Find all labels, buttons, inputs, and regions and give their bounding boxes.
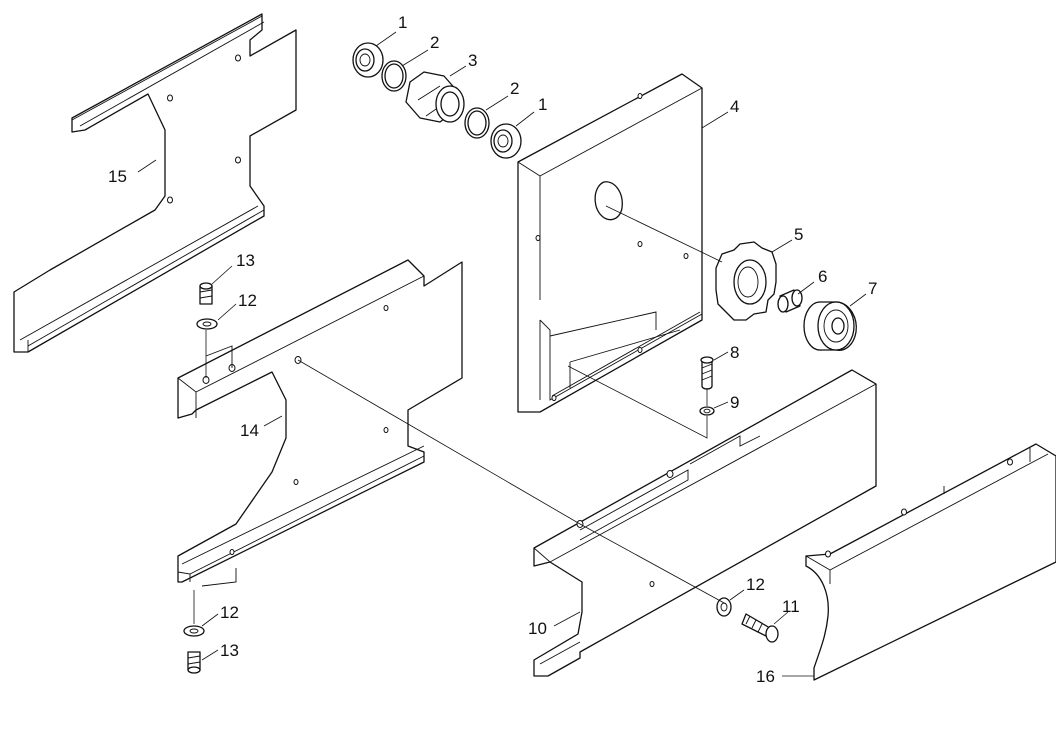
label-13-upper: 13 bbox=[236, 251, 255, 270]
label-2-lower: 2 bbox=[510, 79, 519, 98]
label-7: 7 bbox=[868, 279, 877, 298]
label-11: 11 bbox=[782, 597, 800, 616]
label-4: 4 bbox=[730, 97, 739, 116]
label-14: 14 bbox=[240, 421, 259, 440]
part-2-snap-ring-upper bbox=[381, 60, 407, 92]
part-16-panel bbox=[805, 443, 1056, 681]
label-12-right: 12 bbox=[746, 575, 765, 594]
label-12-upper: 12 bbox=[238, 291, 257, 310]
part-1-bearing-lower bbox=[490, 123, 522, 159]
label-15: 15 bbox=[108, 167, 127, 186]
assembly-lines bbox=[193, 205, 727, 624]
part-4-housing bbox=[517, 73, 703, 413]
label-1-lower: 1 bbox=[538, 95, 547, 114]
label-3: 3 bbox=[468, 51, 477, 70]
label-6: 6 bbox=[818, 267, 827, 286]
part-13-screw-upper bbox=[199, 282, 213, 305]
label-12-lower: 12 bbox=[220, 603, 239, 622]
part-3-hex-fitting bbox=[405, 71, 465, 123]
part-14-bracket bbox=[177, 259, 463, 587]
label-2-upper: 2 bbox=[430, 33, 439, 52]
label-10: 10 bbox=[528, 619, 547, 638]
part-11-bolt bbox=[741, 613, 779, 643]
label-9: 9 bbox=[730, 393, 739, 412]
part-15-bracket bbox=[13, 13, 297, 353]
part-10-bracket bbox=[533, 369, 877, 677]
part-6-bushing bbox=[777, 289, 803, 313]
part-2-snap-ring-lower bbox=[464, 107, 490, 139]
part-9-washer bbox=[699, 406, 715, 416]
part-12-washer-lower bbox=[183, 625, 205, 637]
label-16: 16 bbox=[756, 667, 775, 686]
part-labels: 1 2 3 2 1 4 5 6 7 8 9 15 13 12 14 12 13 … bbox=[108, 13, 877, 686]
part-12-washer-right bbox=[716, 597, 732, 617]
part-12-washer-upper bbox=[196, 318, 218, 330]
label-1-upper: 1 bbox=[398, 13, 407, 32]
label-8: 8 bbox=[730, 343, 739, 362]
label-13-lower: 13 bbox=[220, 641, 239, 660]
label-5: 5 bbox=[794, 225, 803, 244]
part-7-grommet bbox=[803, 301, 857, 351]
part-8-screw bbox=[700, 356, 714, 390]
part-1-bearing-upper bbox=[352, 42, 384, 78]
leader-lines bbox=[137, 31, 867, 677]
part-13-screw-lower bbox=[187, 651, 201, 674]
part-5-slotted-nut bbox=[715, 241, 777, 321]
